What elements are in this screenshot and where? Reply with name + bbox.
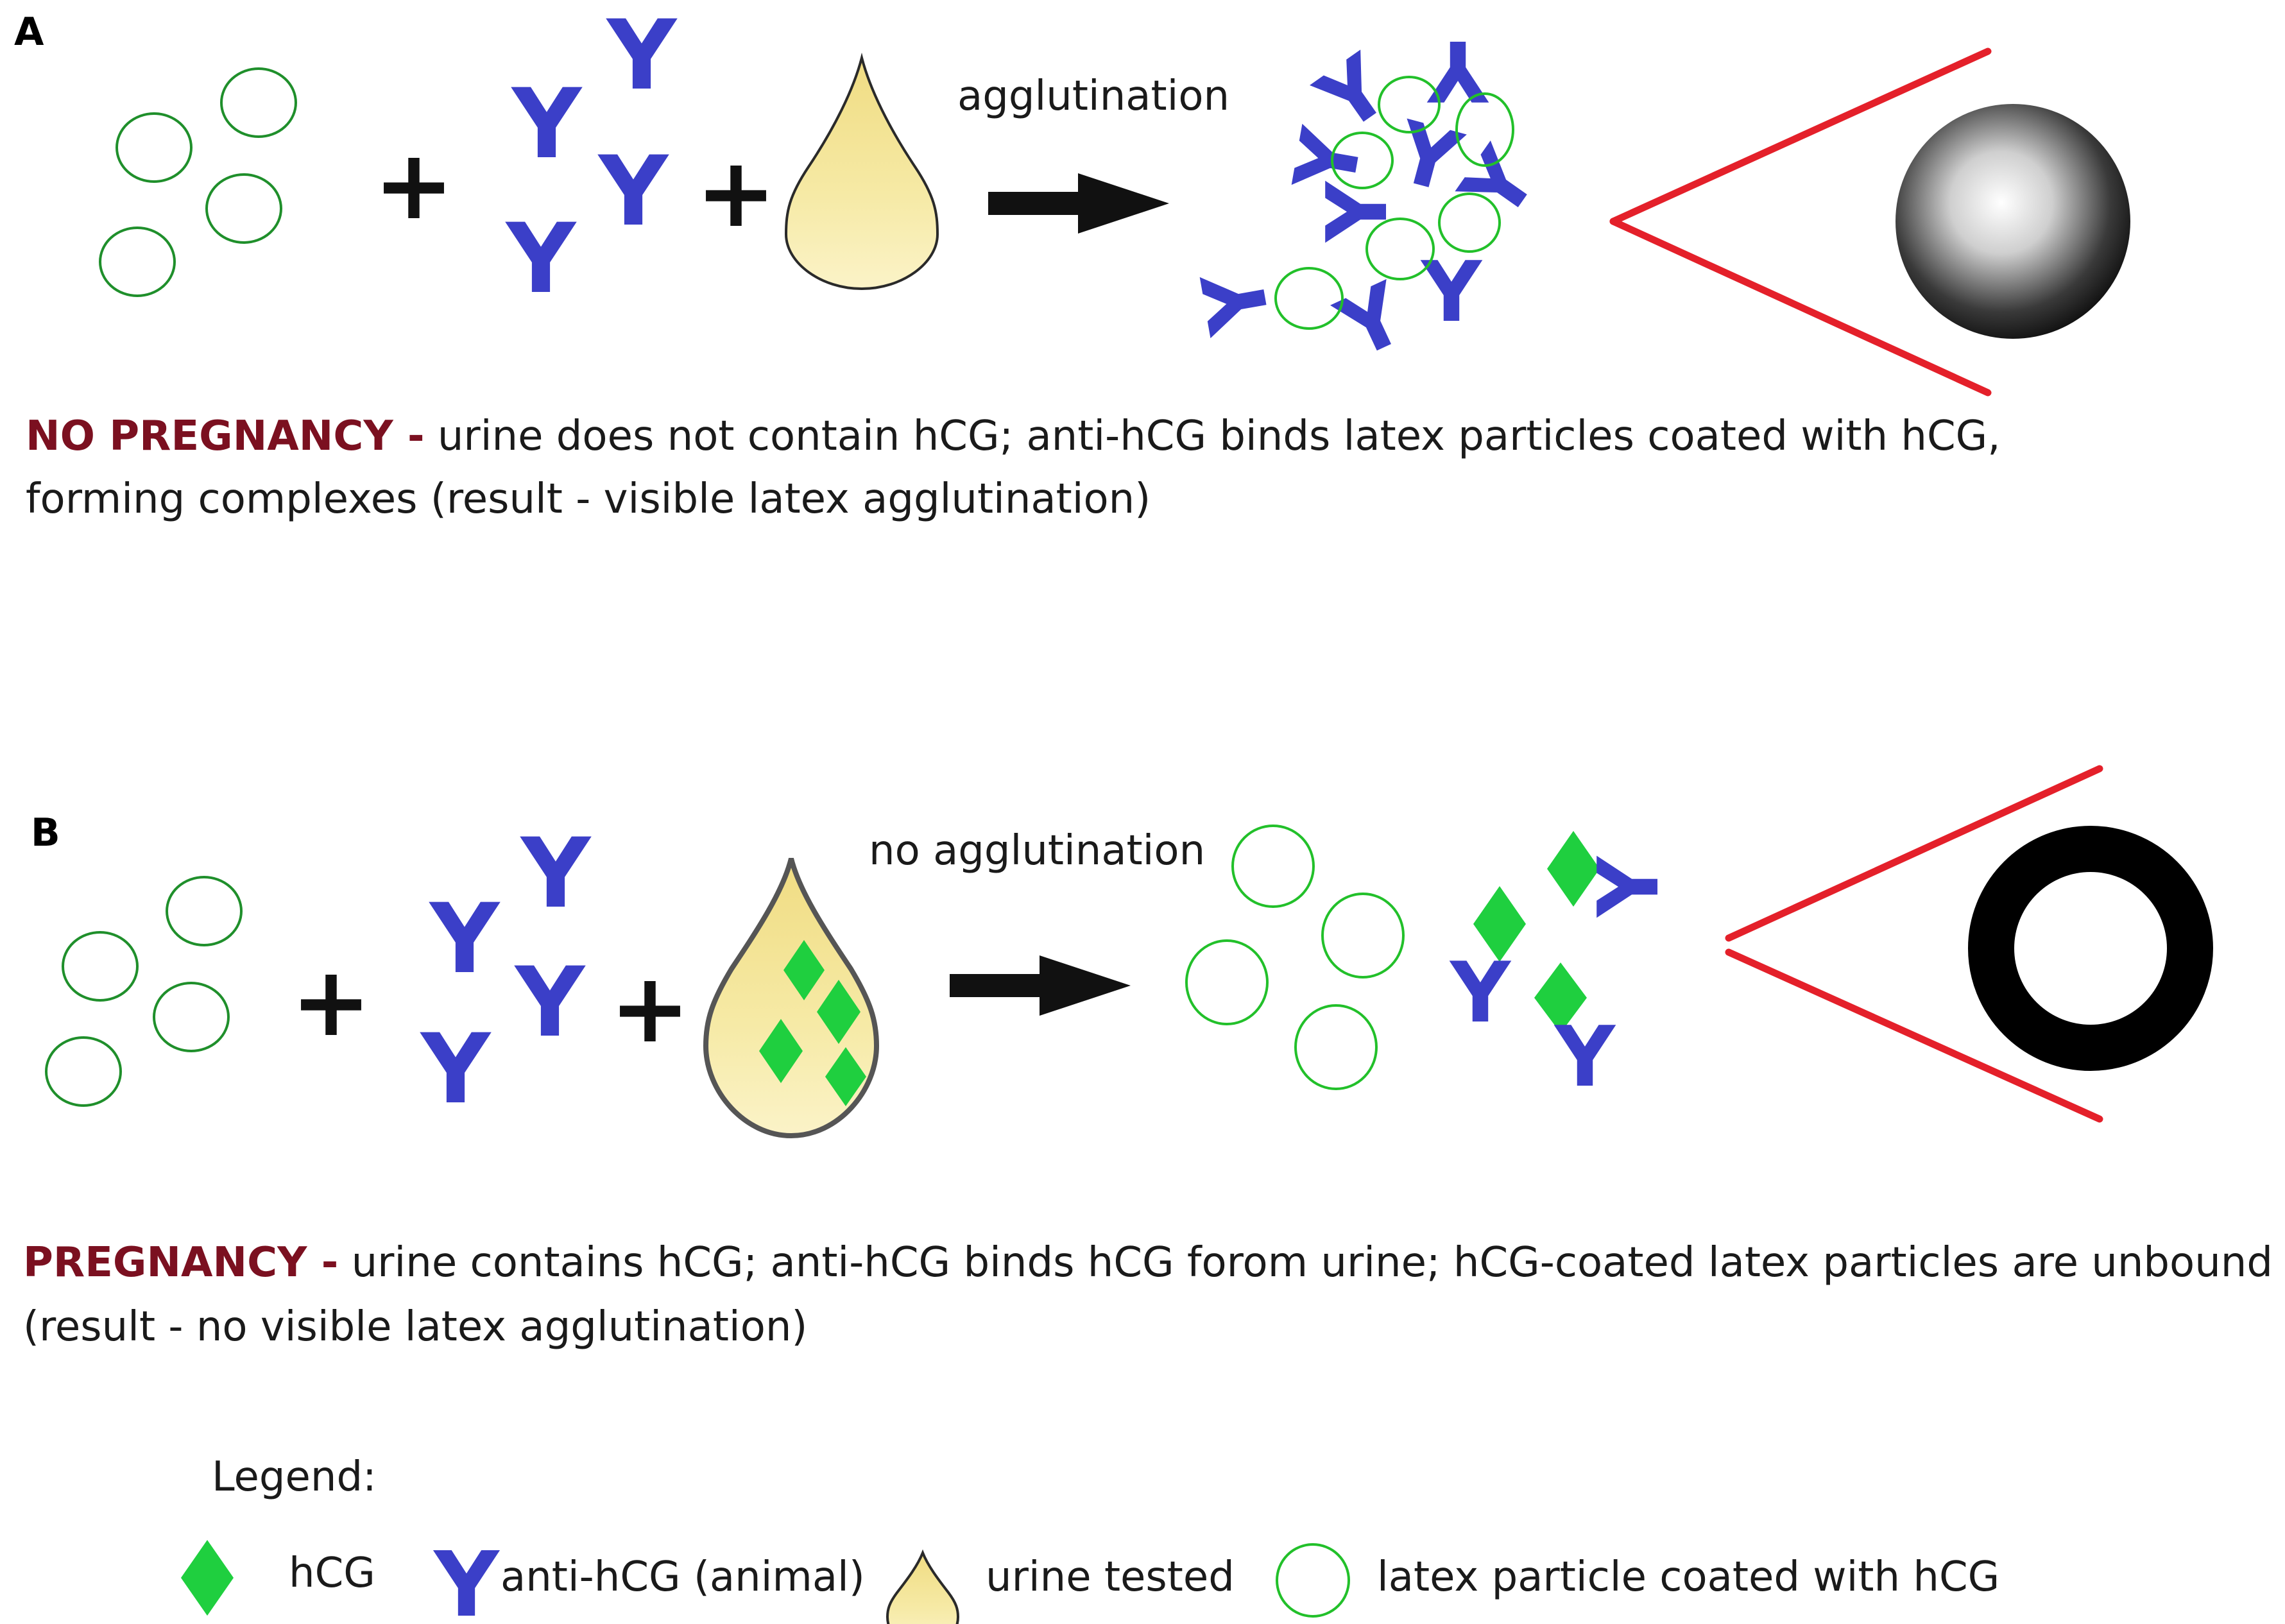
- legend-label-urine: urine tested: [986, 1553, 1235, 1601]
- antibody-y-icon: Y: [597, 136, 670, 248]
- latex-particle: [1294, 1004, 1378, 1090]
- antibody-y-icon: Y: [505, 203, 578, 315]
- eye-lines-b: [1725, 765, 2103, 1123]
- panel-a-antibodies: Y Y Y Y: [505, 0, 678, 315]
- eye-lines-a: [1609, 47, 1992, 397]
- antibody-y-icon: Y: [1580, 855, 1677, 918]
- no-pregnancy-headline: NO PREGNANCY -: [26, 413, 425, 460]
- agglutination-label: agglutination: [957, 73, 1230, 120]
- legend-label-latex: latex particle coated with hCG: [1377, 1553, 2000, 1601]
- pregnancy-headline: PREGNANCY -: [23, 1239, 339, 1286]
- plus-sign: +: [696, 137, 776, 249]
- panel-b-description-line-1: PREGNANCY - urine contains hCG; anti-hCG…: [23, 1238, 2273, 1288]
- panel-a-description-line-2: forming complexes (result - visible late…: [26, 475, 1151, 523]
- panel-b-bound-antibodies: Y Y Y: [1449, 831, 1677, 1106]
- hcg-diamond-icon: [1547, 831, 1600, 907]
- antibody-y-icon: Y: [1426, 22, 1489, 119]
- latex-particle: [62, 931, 139, 1002]
- latex-particle: [1321, 893, 1405, 979]
- latex-particle: [153, 982, 230, 1052]
- plus-sign: +: [373, 130, 454, 241]
- panel-b-latex-particles: [45, 876, 243, 1107]
- panel-b-description-line-2: (result - no visible latex agglutination…: [23, 1303, 808, 1351]
- antibody-y-icon: Y: [511, 69, 583, 180]
- agglutination-complex: Y Y Y Y Y Y Y Y Y: [1183, 22, 1557, 379]
- hcg-diamond-icon: [825, 1047, 866, 1106]
- latex-particle: [1378, 76, 1441, 133]
- urine-drop-with-hcg: [703, 858, 880, 1139]
- plus-sign: +: [291, 946, 372, 1058]
- latex-particle: [205, 173, 282, 244]
- latex-particle: [1438, 192, 1501, 253]
- latex-particle: [116, 112, 193, 183]
- latex-particle: [1274, 267, 1344, 330]
- latex-particle: [220, 67, 297, 138]
- antibody-y-icon: Y: [1183, 262, 1290, 341]
- legend-urine-drop-icon: [886, 1549, 960, 1624]
- antibody-y-icon: Y: [606, 0, 678, 112]
- latex-particle: [1455, 92, 1514, 167]
- latex-particle: [1331, 132, 1394, 189]
- hcg-diamond-icon: [783, 940, 825, 1000]
- legend-title: Legend:: [212, 1453, 377, 1501]
- latex-particle: [45, 1036, 122, 1107]
- legend-label-anti-hcg: anti-hCG (animal): [501, 1553, 865, 1601]
- hcg-diamond-icon: [1534, 962, 1587, 1033]
- antibody-y-icon: Y: [520, 818, 592, 930]
- legend-label-hcg: hCG: [289, 1550, 375, 1597]
- antibody-y-icon: Y: [1420, 243, 1483, 341]
- reaction-arrow: [988, 173, 1169, 234]
- latex-particle: [99, 227, 176, 297]
- complex-latex-particles: [1274, 76, 1514, 330]
- panel-b-antibodies: Y Y Y Y: [420, 818, 592, 1125]
- latex-particle: [1365, 218, 1435, 280]
- antibody-y-icon: Y: [1449, 944, 1512, 1041]
- legend-latex-circle-icon: [1276, 1543, 1350, 1618]
- latex-particle: [166, 876, 243, 946]
- antibody-y-icon: Y: [429, 884, 501, 995]
- latex-particle: [1231, 825, 1315, 908]
- latex-particle: [1185, 939, 1269, 1025]
- legend-antibody-icon: Y: [432, 1533, 500, 1624]
- reaction-arrow: [950, 955, 1131, 1016]
- hcg-diamond-icon: [817, 980, 860, 1044]
- antibody-y-icon: Y: [1553, 1008, 1616, 1106]
- panel-b-label: B: [31, 810, 60, 855]
- panel-a-label: A: [14, 10, 44, 55]
- no-agglutination-result-ring: [1968, 826, 2213, 1071]
- hcg-diamond-icon: [1473, 886, 1526, 962]
- urine-drop-icon: [784, 53, 939, 291]
- plus-sign: +: [610, 953, 690, 1064]
- panel-b-description-text: urine contains hCG; anti-hCG binds hCG f…: [351, 1239, 2273, 1286]
- legend-hcg-icon: [181, 1540, 234, 1616]
- antibody-y-icon: Y: [1308, 180, 1406, 243]
- hcg-diamond-icon: [759, 1019, 803, 1083]
- no-agglutination-label: no agglutination: [869, 827, 1206, 875]
- complex-antibodies: Y Y Y Y Y Y Y Y Y: [1183, 22, 1557, 379]
- panel-a-latex-particles: [99, 67, 297, 297]
- panel-a-description-line-1: NO PREGNANCY - urine does not contain hC…: [26, 412, 2001, 461]
- antibody-y-icon: Y: [420, 1014, 492, 1125]
- panel-a-description-text: urine does not contain hCG; anti-hCG bin…: [437, 413, 2001, 460]
- panel-b-free-latex-particles: [1185, 825, 1405, 1090]
- agglutination-result-sphere: [1896, 104, 2130, 339]
- antibody-y-icon: Y: [514, 947, 586, 1059]
